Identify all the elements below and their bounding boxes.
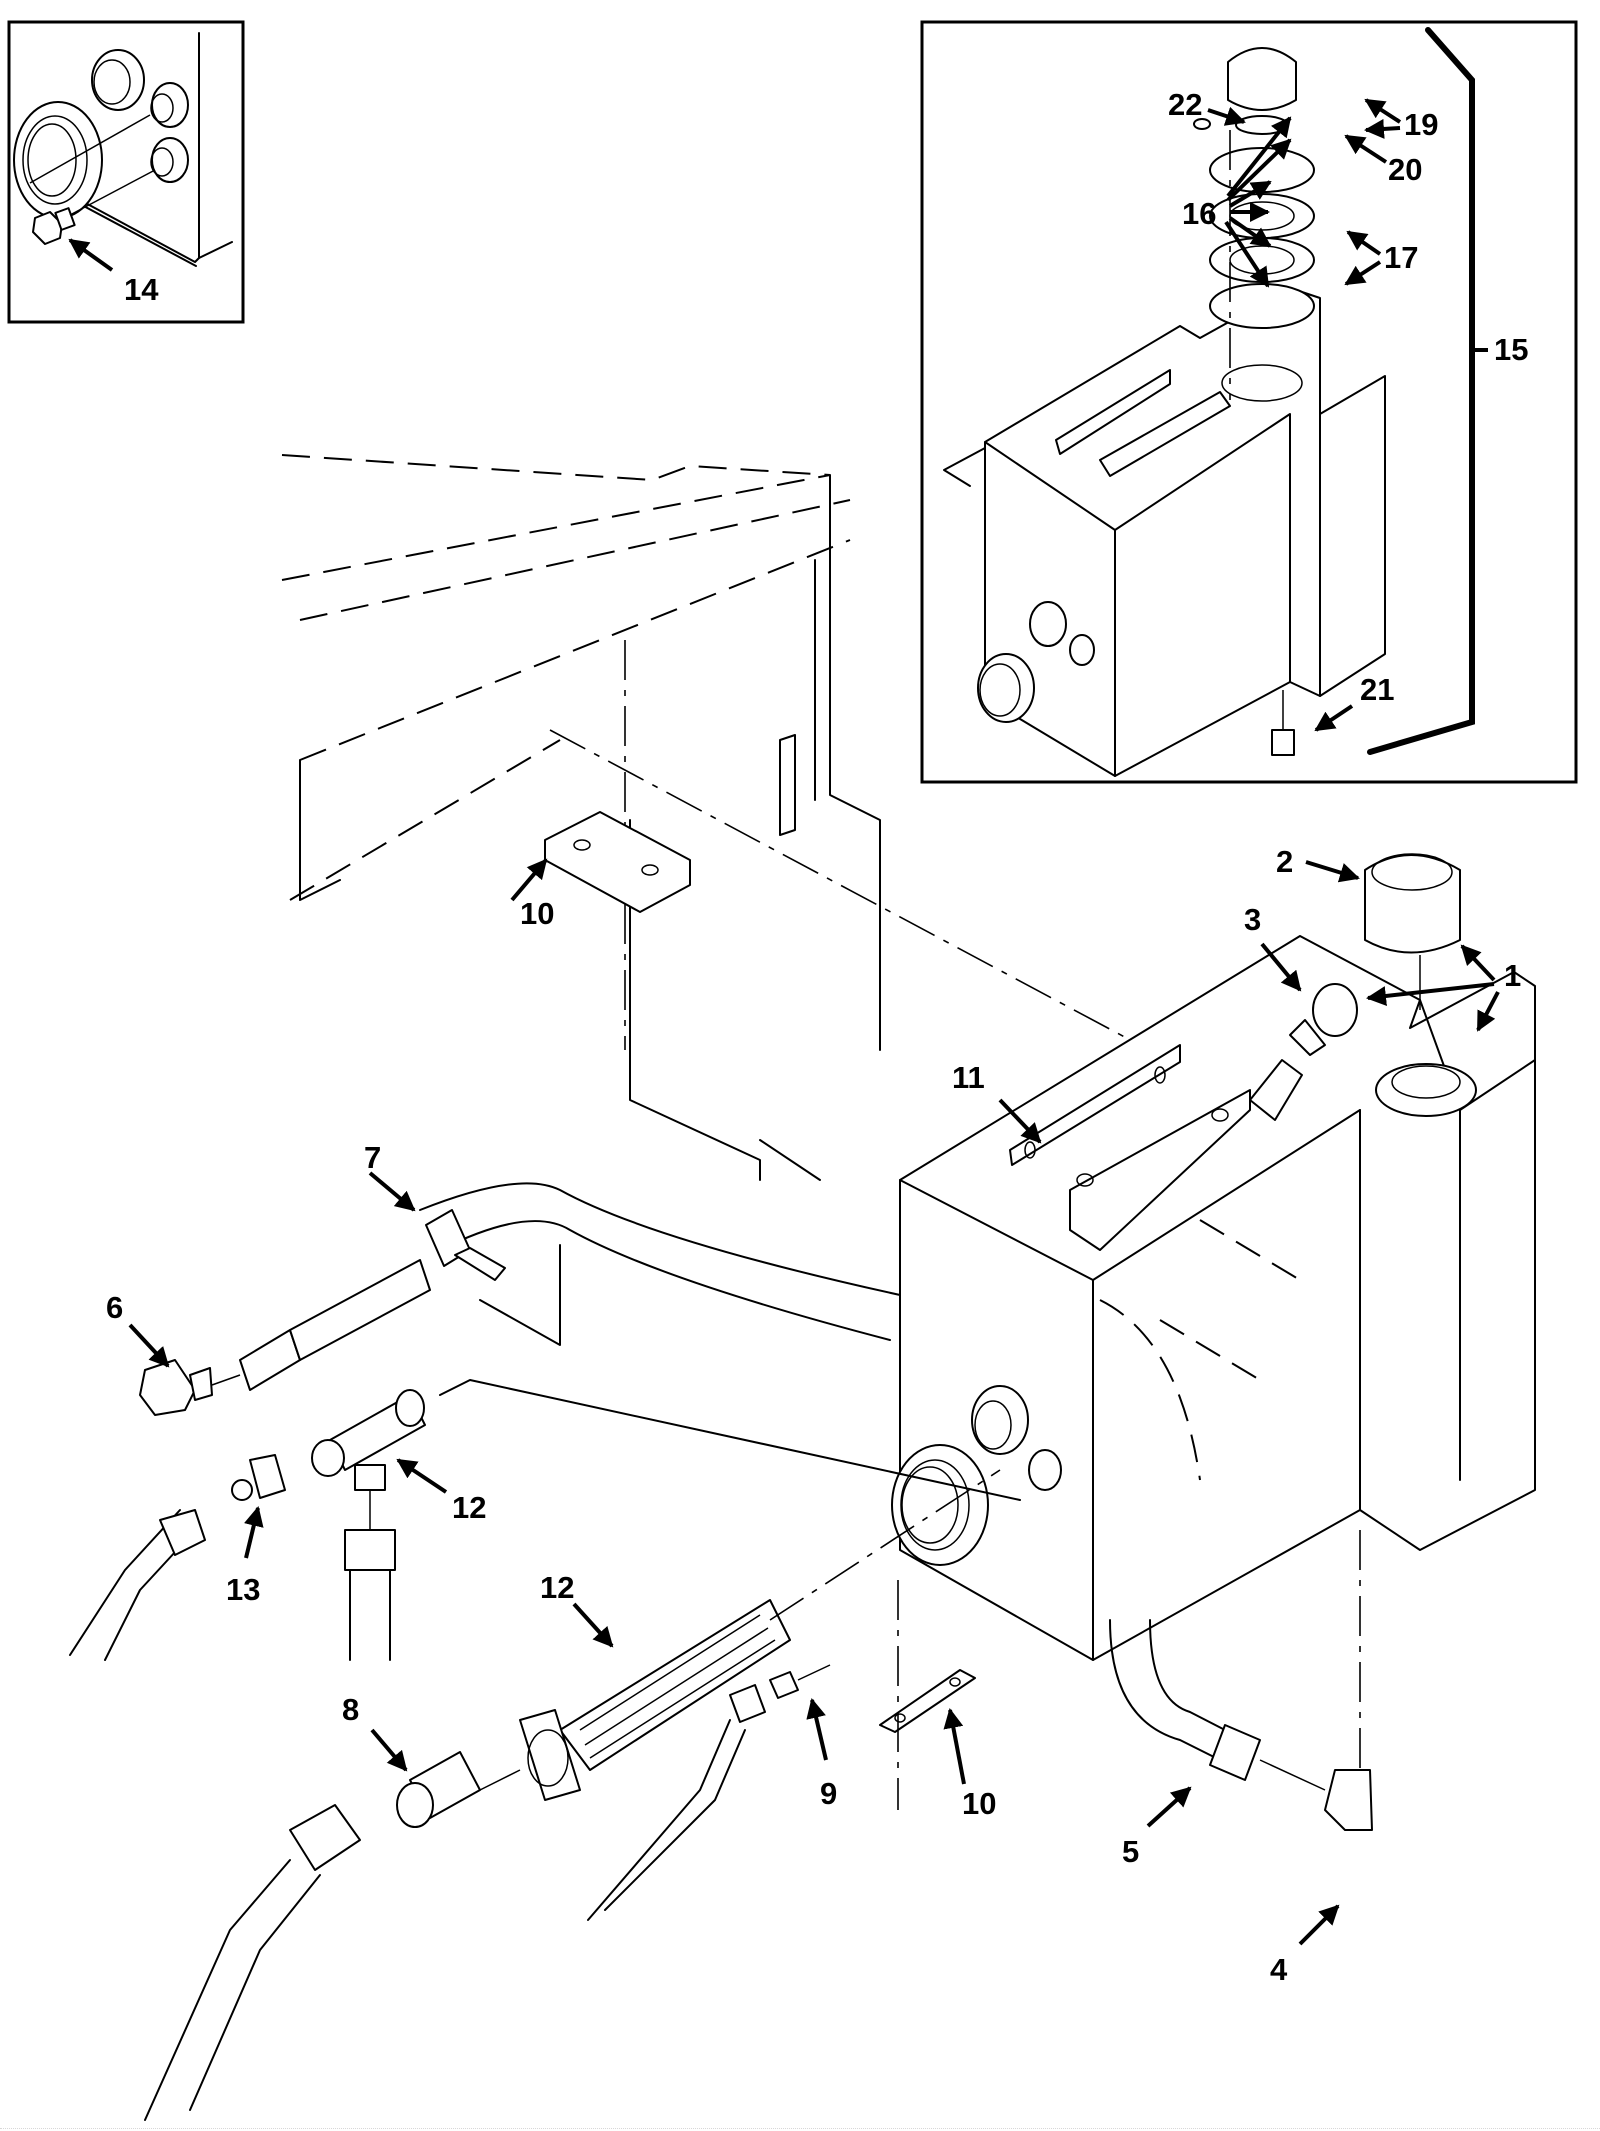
leader-11 [998, 1098, 1042, 1144]
leader-5 [1146, 1786, 1192, 1828]
callout-18: 17 [1384, 240, 1418, 275]
leader-10a [510, 858, 548, 902]
callout-2: 2 [1276, 844, 1293, 879]
callout-3: 3 [1244, 902, 1261, 937]
bracket-upper [544, 811, 691, 913]
leader-12 [572, 1602, 614, 1648]
inset-drain-plug [7, 20, 245, 324]
tank-ports [891, 1385, 1062, 1566]
callout-10b: 10 [962, 1786, 996, 1821]
leader-3 [1260, 942, 1302, 992]
callout-7: 7 [364, 1140, 381, 1175]
suction-strainer [519, 1469, 1001, 1801]
callout-10a: 10 [520, 896, 554, 931]
hose-fitting-9 [587, 1664, 831, 1921]
mounting-brackets [1009, 1044, 1251, 1251]
leader-1c [1476, 991, 1500, 1032]
callout-17: 16 [1182, 196, 1216, 231]
tee-fitting [69, 1379, 1021, 1661]
leader-19b [1364, 118, 1401, 139]
leaders-17 [1224, 116, 1292, 288]
leader-22 [1207, 106, 1246, 126]
cap-6-threads [189, 1367, 213, 1401]
leader-15 [68, 238, 114, 272]
filler-cap [1364, 853, 1477, 1117]
callout-11: 11 [952, 1060, 985, 1095]
callout-8: 8 [342, 1692, 359, 1727]
leader-10b [943, 1708, 966, 1785]
callout-1: 1 [1504, 958, 1521, 993]
leader-19a [1364, 98, 1402, 124]
hose-assembly [239, 1182, 901, 1391]
leader-4 [1298, 1904, 1340, 1946]
callout-4: 4 [1270, 1952, 1288, 1987]
callout-14: 13 [226, 1572, 260, 1607]
leader-20 [1344, 134, 1388, 164]
leader-7 [368, 1171, 416, 1212]
callout-16: 15 [1494, 332, 1528, 367]
page-bottom-edge [0, 2128, 1600, 2130]
leader-1a [1460, 944, 1496, 982]
leader-14 [244, 1506, 264, 1559]
bracket-lower [879, 1580, 976, 1810]
callout-15: 14 [124, 272, 159, 307]
inset-reservoir-assembly [920, 20, 1578, 784]
leader-9 [806, 1698, 828, 1761]
leader-18b [1344, 260, 1382, 286]
leader-18a [1346, 230, 1382, 256]
callout-6: 6 [106, 1290, 123, 1325]
breather [1249, 983, 1358, 1121]
callout-20: 20 [1388, 152, 1422, 187]
callout-21: 21 [1360, 672, 1394, 707]
leader-13 [396, 1458, 448, 1494]
leader-8 [370, 1728, 408, 1772]
leader-21 [1314, 704, 1354, 732]
leader-6 [128, 1323, 170, 1368]
assembly-bracket-16 [1367, 27, 1475, 755]
leader-1b [1366, 982, 1495, 1006]
leader-2 [1305, 860, 1360, 883]
callout-5: 5 [1122, 1834, 1139, 1869]
callout-9: 9 [820, 1776, 837, 1811]
callout-13: 12 [452, 1490, 486, 1525]
return-hose [1109, 1530, 1373, 1831]
callout-22: 22 [1168, 87, 1202, 122]
cap-6 [139, 1359, 196, 1416]
reservoir-tank [899, 935, 1536, 1661]
adapter-fitting [144, 1751, 521, 2121]
callout-12: 12 [540, 1570, 574, 1605]
callout-19: 19 [1404, 107, 1438, 142]
